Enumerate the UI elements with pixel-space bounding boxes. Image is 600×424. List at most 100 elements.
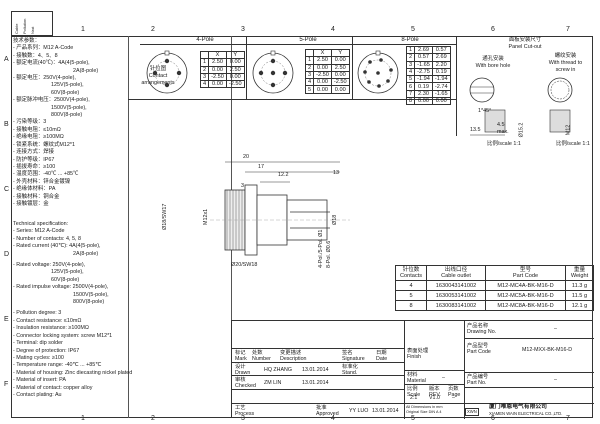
corner-stamp: Cable Pollution Nrxt — [11, 11, 53, 36]
panel-dim: 13.5 — [470, 127, 481, 133]
ruler-num: 7 — [566, 415, 570, 422]
tb-checked-date: 13.01.2014 — [302, 380, 329, 386]
spec-line: - 绝缘体材料：PA — [13, 186, 56, 193]
spec-list-en: Technical specification: - Series: M12 A… — [13, 221, 133, 399]
spec-line: - 温度范围：-40℃ ... +85℃ — [13, 171, 79, 178]
ruler-num: 4 — [331, 26, 335, 33]
company-name-en: XIAMEN WAIN ELECTRICAL CO.,LTD. — [489, 411, 563, 416]
drawing-frame — [11, 36, 593, 418]
dim-label: 17 — [258, 164, 264, 170]
arrangement-label-en: arrangements — [141, 80, 175, 86]
dim-label: 12.2 — [278, 172, 289, 178]
spec-line: - Rated impulse voltage: 2500V(4-pole), — [13, 284, 109, 291]
arrangement-area — [128, 36, 456, 100]
tb-scale-val: 2:1 — [410, 395, 418, 401]
panel-dim: max. — [497, 129, 509, 135]
spec-line: - 额定脉冲电压：2500V(4-pole), — [13, 97, 90, 104]
stamp-text: Nrxt — [30, 26, 35, 34]
connector-side-view — [210, 161, 350, 256]
ruler-num: 2 — [151, 26, 155, 33]
spec-line: 800V(8-pole) — [51, 112, 83, 119]
spec-line: - Material of housing: Zinc diecasting n… — [13, 369, 133, 376]
spec-line: - 接触数：4、5、8 — [13, 52, 58, 59]
spec-line: - 额定电流(40℃)：4A(4(5-pole), — [13, 60, 90, 67]
spec-line: - Material of insert: PA — [13, 377, 66, 384]
spec-line: 技术参数： — [13, 38, 40, 44]
pole5-title: 5-Pole — [299, 37, 317, 43]
thread-label: 螺纹安装 With thread to screw in — [538, 53, 593, 74]
panel-dim: 1*45° — [478, 108, 492, 114]
tb-drawn-date: 13.01.2014 — [302, 367, 329, 373]
spec-line: - 产品系列：M12 A-Code — [13, 45, 74, 52]
ruler-letter: E — [4, 316, 9, 323]
ruler-num: 7 — [566, 26, 570, 33]
top-ruler: 1 2 3 4 5 6 7 — [11, 26, 593, 36]
arrangement-label-en: Contact — [148, 73, 168, 79]
dim-label: Ø18/SW17 — [162, 203, 168, 230]
panel-cutout-drawing — [469, 77, 573, 136]
tb-page-val: – — [452, 395, 455, 401]
spec-line: - 外壳材料：锌合金镀镍 — [13, 178, 71, 185]
panel-divider — [456, 36, 457, 136]
stamp-text: Pollution — [22, 18, 27, 34]
pole4-face — [146, 50, 188, 94]
spec-line: 1500V(5-pole), — [73, 291, 109, 298]
spec-line: - 绝缘电阻：≥100MΩ — [13, 134, 64, 141]
spec-line: 125V(5-pole), — [51, 269, 84, 276]
panel-title: 面板安装尺寸 Panel Cut-out — [480, 37, 570, 51]
tb-code-val: M12-MXX-BK-M16-D — [522, 347, 573, 353]
ruler-num: 1 — [81, 26, 85, 33]
dim-label: 3 — [241, 183, 244, 189]
panel-title-cn: 面板安装尺寸 — [508, 37, 542, 43]
spec-line: - Material of contact: copper alloy — [13, 384, 93, 391]
stamp-text: Cable — [14, 23, 19, 34]
dim-label: 20 — [243, 154, 249, 160]
spec-line: - Series: M12 A-Code — [13, 228, 65, 235]
spec-line: - 污染等级：3 — [13, 119, 47, 126]
ruler-num: 2 — [151, 415, 155, 422]
dim-label: M12x1 — [203, 208, 209, 225]
tb-material-val: – — [442, 375, 445, 381]
spec-line: - 连接方式：焊接 — [13, 149, 55, 156]
dim-label: Ø20/SW18 — [231, 262, 258, 268]
spec-line: - Contact plating: Au — [13, 391, 62, 398]
spec-line: 1500V(5-pole), — [51, 104, 87, 111]
panel-title-en: Panel Cut-out — [508, 44, 542, 50]
ruler-num: 5 — [411, 415, 415, 422]
spec-line: 800V(8-pole) — [73, 299, 105, 306]
spec-list-cn: 技术参数： - 产品系列：M12 A-Code - 接触数：4、5、8 - 额定… — [13, 38, 128, 208]
spec-line: - Connector locking system: screw M12*1 — [13, 332, 113, 339]
spec-line: - Terminal: dip solder — [13, 340, 63, 347]
arrangement-label: 针位图 Contact arrangements — [133, 66, 183, 87]
company-logo: XWN — [465, 408, 479, 417]
pole-divider — [246, 37, 247, 100]
spec-line: - 接触镀层：金 — [13, 200, 49, 207]
tb-approved-date: 13.01.2014 — [372, 408, 399, 414]
spec-line: - 接触材料：铜合金 — [13, 193, 60, 200]
